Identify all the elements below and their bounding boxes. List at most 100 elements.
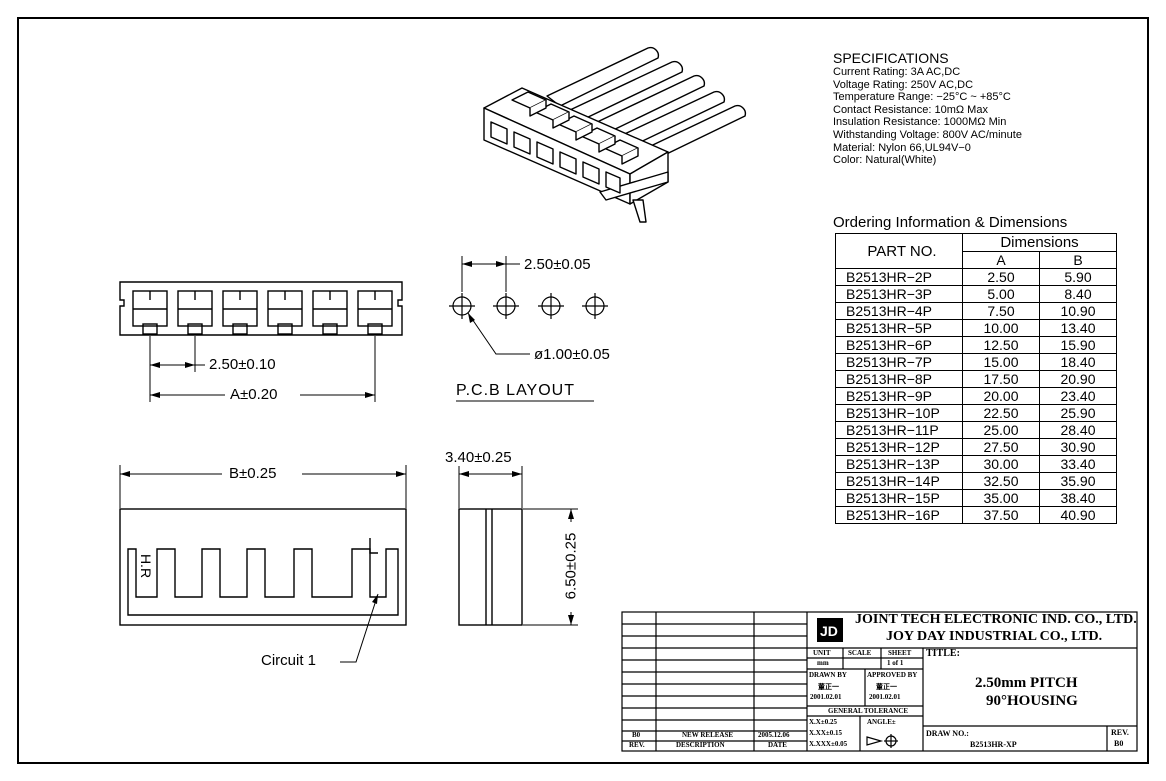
- rev-row-date: 2005.12.06: [758, 731, 790, 739]
- rev-column-header: REV.: [629, 741, 645, 749]
- dim-b-cell: 28.40: [1039, 421, 1117, 439]
- spec-line: Insulation Resistance: 1000MΩ Min: [833, 116, 1007, 129]
- date-column-header: DATE: [768, 741, 787, 749]
- part-number-cell: B2513HR−12P: [835, 438, 963, 456]
- title-block-grid: [621, 611, 1138, 752]
- dim-b-cell: 10.90: [1039, 302, 1117, 320]
- rev-row-description: NEW RELEASE: [682, 731, 734, 739]
- part-number-cell: B2513HR−16P: [835, 506, 963, 524]
- drawn-by-header: DRAWN BY: [809, 671, 847, 679]
- dim-a-cell: 25.00: [962, 421, 1040, 439]
- tolerance-2: X.XX±0.15: [809, 729, 843, 737]
- front-view: [119, 281, 403, 402]
- rev-row-rev: B0: [632, 731, 641, 739]
- title-header: TITLE:: [926, 648, 960, 659]
- pcb-layout-label: P.C.B LAYOUT: [456, 382, 575, 399]
- sheet-value: 1 of 1: [887, 659, 904, 667]
- dim-b-cell: 20.90: [1039, 370, 1117, 388]
- hole-diameter-label: ø1.00±0.05: [534, 346, 610, 363]
- angle-header: ANGLE±: [867, 718, 896, 726]
- dim-a-cell: 5.00: [962, 285, 1040, 303]
- col-part-header: PART NO.: [835, 233, 963, 269]
- part-number-cell: B2513HR−3P: [835, 285, 963, 303]
- rev-value: B0: [1114, 739, 1124, 748]
- sheet-border: [17, 17, 1149, 764]
- part-number-cell: B2513HR−10P: [835, 404, 963, 422]
- dim-b-cell: 30.90: [1039, 438, 1117, 456]
- drawn-by-name: 董正一: [818, 683, 839, 691]
- col-b-header: B: [1039, 251, 1117, 269]
- pcb-pitch-label: 2.50±0.05: [524, 256, 591, 273]
- unit-value: mm: [817, 659, 829, 667]
- dim-b-cell: 38.40: [1039, 489, 1117, 507]
- part-number-cell: B2513HR−9P: [835, 387, 963, 405]
- part-number-cell: B2513HR−13P: [835, 455, 963, 473]
- rev-header: REV.: [1111, 728, 1129, 737]
- dim-a-cell: 22.50: [962, 404, 1040, 422]
- company-name-2: JOY DAY INDUSTRIAL CO., LTD.: [886, 629, 1103, 644]
- dim-a-cell: 15.00: [962, 353, 1040, 371]
- spec-line: Color: Natural(White): [833, 154, 937, 167]
- spec-line: Temperature Range: −25°C ~ +85°C: [833, 91, 1011, 104]
- part-number-cell: B2513HR−14P: [835, 472, 963, 490]
- part-number-cell: B2513HR−15P: [835, 489, 963, 507]
- spec-line: Withstanding Voltage: 800V AC/minute: [833, 128, 1022, 141]
- ordering-header-row: PART NO. Dimensions: [835, 233, 1117, 269]
- depth-dim-label: 3.40±0.25: [445, 449, 512, 466]
- dim-a-cell: 27.50: [962, 438, 1040, 456]
- scale-header: SCALE: [848, 649, 872, 657]
- approved-by-name: 董正一: [876, 683, 897, 691]
- part-number-cell: B2513HR−6P: [835, 336, 963, 354]
- dim-a-cell: 35.00: [962, 489, 1040, 507]
- title-line-1: 2.50mm PITCH: [975, 675, 1078, 691]
- side-view: [458, 466, 578, 626]
- dim-b-cell: 5.90: [1039, 268, 1117, 286]
- unit-header: UNIT: [813, 649, 831, 657]
- dim-a-cell: 20.00: [962, 387, 1040, 405]
- dim-a-cell: 2.50: [962, 268, 1040, 286]
- dim-b-cell: 23.40: [1039, 387, 1117, 405]
- spec-heading: SPECIFICATIONS: [833, 50, 949, 66]
- description-column-header: DESCRIPTION: [676, 741, 725, 749]
- dim-a-cell: 32.50: [962, 472, 1040, 490]
- approved-date: 2001.02.01: [869, 693, 901, 701]
- title-line-2: 90°HOUSING: [986, 693, 1078, 709]
- dim-b-cell: 15.90: [1039, 336, 1117, 354]
- side-mark-label: H.R: [138, 553, 154, 579]
- col-dims-header: Dimensions: [962, 233, 1117, 252]
- a-dim-label: A±0.20: [230, 386, 278, 403]
- part-number-cell: B2513HR−7P: [835, 353, 963, 371]
- tolerance-3: X.XXX±0.05: [809, 740, 848, 748]
- dim-b-cell: 40.90: [1039, 506, 1117, 524]
- dim-b-cell: 25.90: [1039, 404, 1117, 422]
- tolerance-header: GENERAL TOLERANCE: [828, 707, 909, 715]
- draw-no-value: B2513HR-XP: [970, 740, 1017, 749]
- part-number-cell: B2513HR−11P: [835, 421, 963, 439]
- spec-line: Voltage Rating: 250V AC,DC: [833, 78, 974, 91]
- svg-text:JD: JD: [820, 623, 838, 639]
- specifications-block: SPECIFICATIONS Current Rating: 3A AC,DC …: [833, 51, 1022, 167]
- dim-a-cell: 30.00: [962, 455, 1040, 473]
- spec-line: Material: Nylon 66,UL94V−0: [833, 141, 971, 154]
- part-number-cell: B2513HR−5P: [835, 319, 963, 337]
- company-logo: JD: [817, 618, 843, 642]
- part-number-cell: B2513HR−4P: [835, 302, 963, 320]
- housing-3d-view: [483, 46, 747, 223]
- sheet-header: SHEET: [888, 649, 912, 657]
- pcb-layout-view: [449, 256, 608, 402]
- pitch-front-label: 2.50±0.10: [209, 356, 276, 373]
- part-number-cell: B2513HR−8P: [835, 370, 963, 388]
- draw-no-header: DRAW NO.:: [926, 729, 969, 738]
